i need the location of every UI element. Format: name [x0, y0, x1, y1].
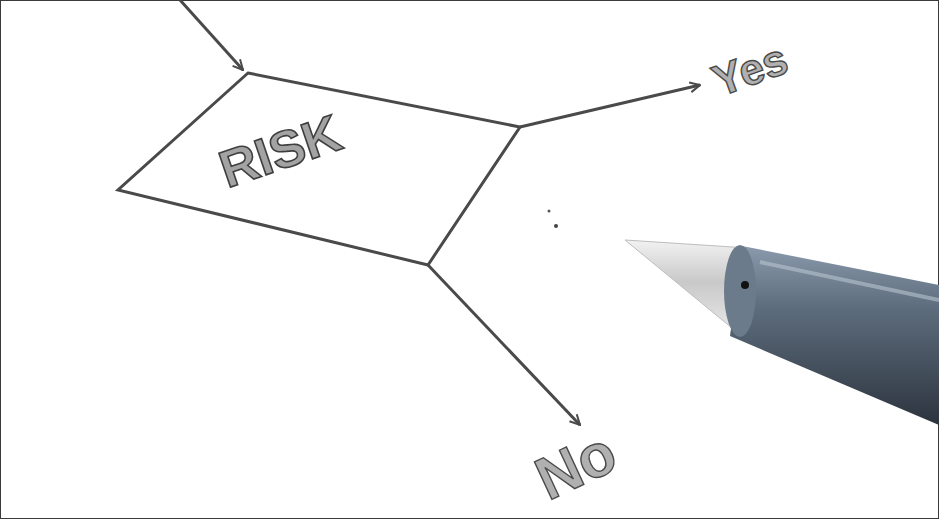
yes-arrow [520, 85, 700, 127]
branch-label: No [527, 422, 625, 510]
branch-label: Yes [707, 36, 793, 103]
incoming-arrow [180, 0, 243, 70]
pen-dot [741, 281, 749, 289]
decision-box: RISK [118, 73, 520, 265]
box-shape [118, 73, 520, 265]
pen-highlight [760, 262, 939, 300]
no-arrow [428, 265, 580, 425]
box-outline [118, 73, 520, 265]
pen-barrel [730, 246, 939, 425]
dust-speck [548, 210, 551, 213]
dust-speck [554, 224, 558, 228]
pen-front [724, 245, 756, 337]
pen [625, 240, 939, 425]
